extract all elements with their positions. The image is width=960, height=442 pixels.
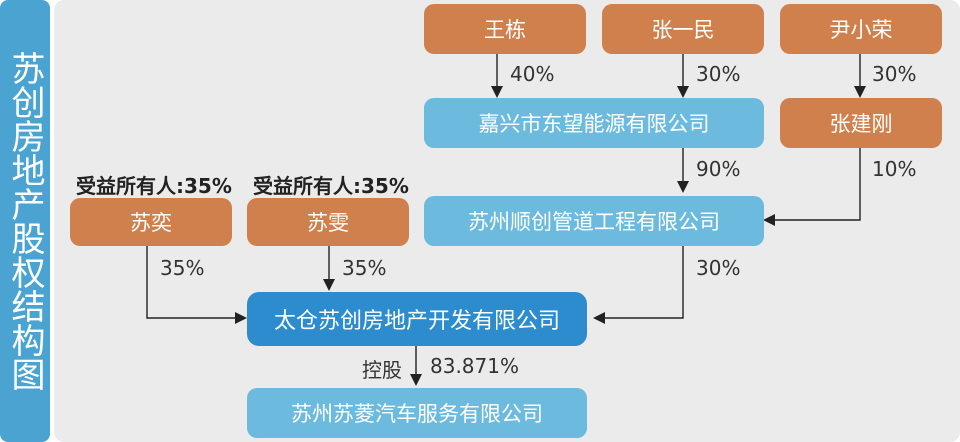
edge-shunchuang-to-taicang — [593, 246, 684, 324]
node-su-wen: 苏雯 — [247, 198, 409, 246]
label-yin-pct: 30% — [872, 62, 917, 86]
label-shunchuang-pct: 30% — [696, 256, 741, 280]
node-wang-dong: 王栋 — [424, 4, 586, 54]
label-jiaxing-pct: 90% — [696, 157, 741, 181]
label-suwen-pct: 35% — [342, 256, 387, 280]
node-suzhou-shunchuang: 苏州顺创管道工程有限公司 — [424, 196, 764, 246]
node-suzhou-suling: 苏州苏菱汽车服务有限公司 — [247, 388, 587, 438]
node-taicang-suchuang: 太仓苏创房地产开发有限公司 — [247, 292, 587, 346]
side-title-bar: 苏创房地产股权结构图 — [0, 0, 50, 442]
node-zhang-jiangang: 张建刚 — [780, 98, 942, 148]
label-beneficial-owner-su-wen: 受益所有人:35% — [253, 174, 409, 198]
node-zhang-yimin: 张一民 — [602, 4, 764, 54]
label-beneficial-owner-su-yi: 受益所有人:35% — [76, 174, 232, 198]
label-control: 控股 — [362, 358, 402, 382]
node-yin-xiaorong: 尹小荣 — [780, 4, 942, 54]
label-suyi-pct: 35% — [160, 256, 205, 280]
node-jiaxing-dongwang: 嘉兴市东望能源有限公司 — [424, 98, 764, 148]
edge-zhangjiangang-to-shunchuang — [763, 148, 861, 226]
label-zhangyimin-pct: 30% — [696, 62, 741, 86]
label-taicang-pct: 83.871% — [430, 354, 519, 378]
label-wang-pct: 40% — [510, 62, 555, 86]
edge-suyi-to-taicang — [146, 246, 247, 324]
node-su-yi: 苏奕 — [70, 198, 232, 246]
label-zhangjiangang-pct: 10% — [872, 157, 917, 181]
diagram-title: 苏创房地产股权结构图 — [5, 51, 45, 391]
